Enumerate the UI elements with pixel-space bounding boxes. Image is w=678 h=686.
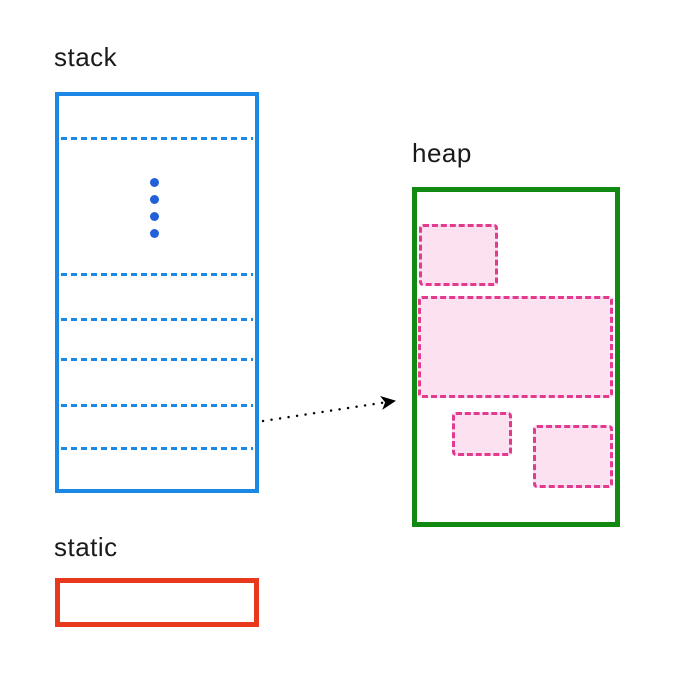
ellipsis-dot bbox=[150, 212, 159, 221]
heap-allocated-block bbox=[419, 224, 498, 286]
stack-frame-divider bbox=[61, 404, 253, 407]
heap-box bbox=[412, 187, 620, 527]
static-label: static bbox=[54, 532, 118, 562]
stack-to-heap-arrow-icon bbox=[261, 396, 396, 423]
stack-frame-divider bbox=[61, 447, 253, 450]
stack-frame-divider bbox=[61, 137, 253, 140]
ellipsis-dot bbox=[150, 195, 159, 204]
heap-label: heap bbox=[412, 138, 472, 168]
heap-allocated-block bbox=[452, 412, 512, 456]
stack-frame-divider bbox=[61, 318, 253, 321]
stack-box bbox=[55, 92, 259, 493]
stack-frame-divider bbox=[61, 358, 253, 361]
stack-frame-divider bbox=[61, 273, 253, 276]
ellipsis-dots-icon bbox=[150, 178, 159, 238]
stack-label: stack bbox=[54, 42, 118, 72]
ellipsis-dot bbox=[150, 229, 159, 238]
heap-allocated-block bbox=[533, 425, 613, 488]
ellipsis-dot bbox=[150, 178, 159, 187]
heap-allocated-block bbox=[418, 296, 613, 398]
static-box bbox=[55, 578, 259, 627]
